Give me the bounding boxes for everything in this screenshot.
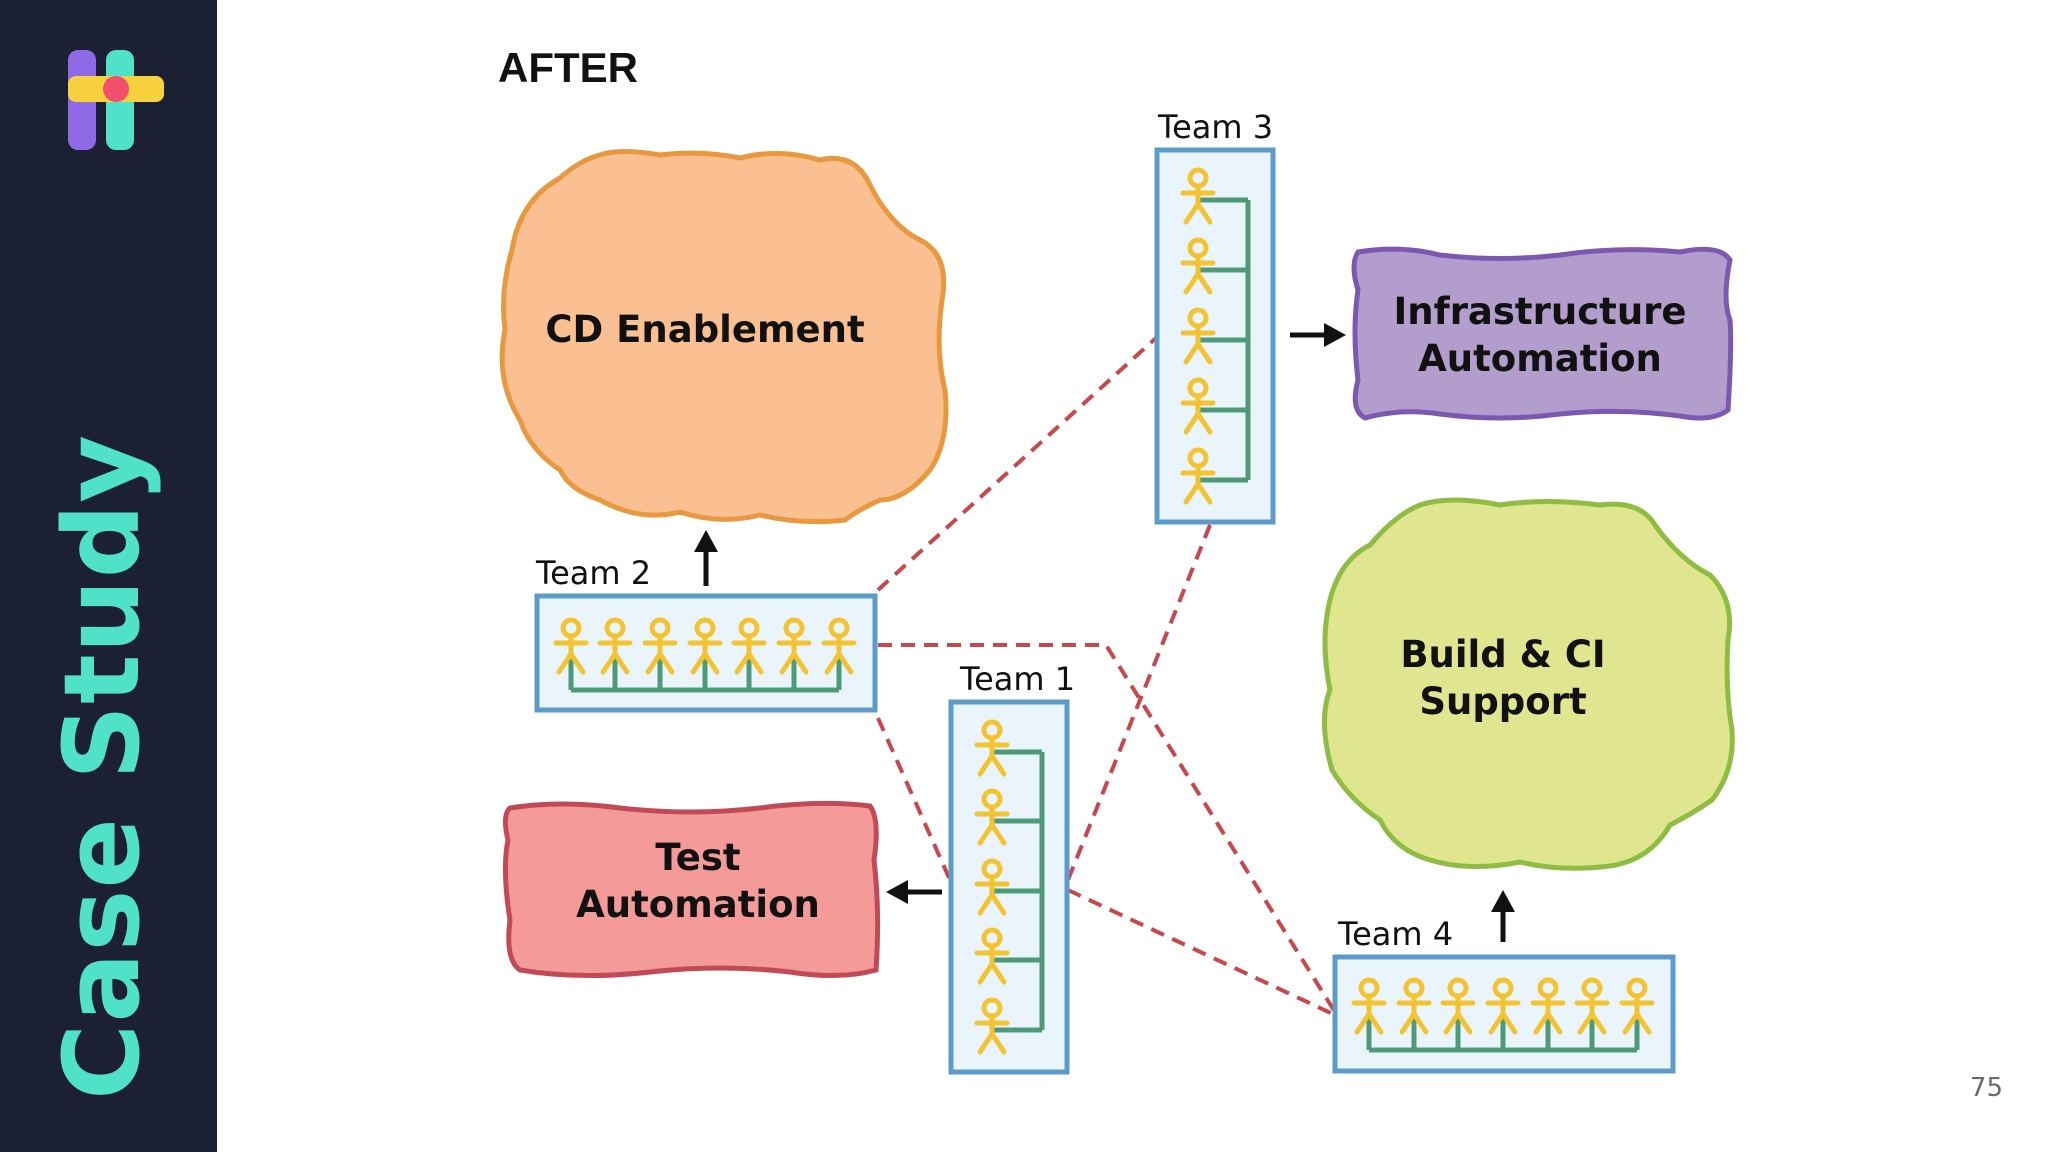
- team4: Team 4: [1332, 915, 1676, 1074]
- build-ci-line2: Support: [1419, 680, 1586, 723]
- link-team2-team1: [876, 717, 952, 881]
- team3: Team 3: [1154, 108, 1276, 525]
- team3-label: Team 3: [1157, 108, 1273, 146]
- link-team3-team1: [1066, 524, 1212, 881]
- team1-label: Team 1: [959, 660, 1075, 698]
- test-automation-line1: Test: [655, 836, 740, 879]
- team4-label: Team 4: [1337, 915, 1453, 953]
- dashed-links: [876, 336, 1337, 1017]
- cd-enablement-label: CD Enablement: [545, 308, 864, 351]
- page-number: 75: [1969, 1073, 2003, 1103]
- infrastructure-automation-line2: Automation: [1418, 337, 1662, 380]
- infrastructure-automation-line1: Infrastructure: [1393, 290, 1686, 333]
- sidebar: Case Study: [0, 0, 217, 1152]
- cd-enablement-area: CD Enablement: [499, 149, 949, 525]
- team2: Team 2: [534, 554, 878, 713]
- arrow-team2-to-cd-icon: [694, 530, 718, 586]
- test-automation-area: Test Automation: [502, 800, 881, 979]
- build-ci-support-area: Build & CI Support: [1322, 497, 1735, 871]
- link-team2-team4: [878, 643, 1337, 1014]
- link-team2-team3: [876, 336, 1158, 592]
- team1: Team 1: [948, 660, 1075, 1075]
- link-team1-team4: [1067, 888, 1336, 1017]
- build-ci-line1: Build & CI: [1400, 633, 1605, 676]
- arrow-team4-to-build-icon: [1491, 890, 1515, 942]
- arrows: [694, 323, 1515, 942]
- arrow-team3-to-infra-icon: [1290, 323, 1346, 347]
- arrow-team1-to-test-icon: [886, 880, 942, 904]
- team2-label: Team 2: [535, 554, 651, 592]
- test-automation-line2: Automation: [576, 883, 820, 926]
- diagram-heading: AFTER: [498, 44, 638, 91]
- infrastructure-automation-area: Infrastructure Automation: [1351, 246, 1734, 421]
- brand-logo-icon: [68, 50, 164, 150]
